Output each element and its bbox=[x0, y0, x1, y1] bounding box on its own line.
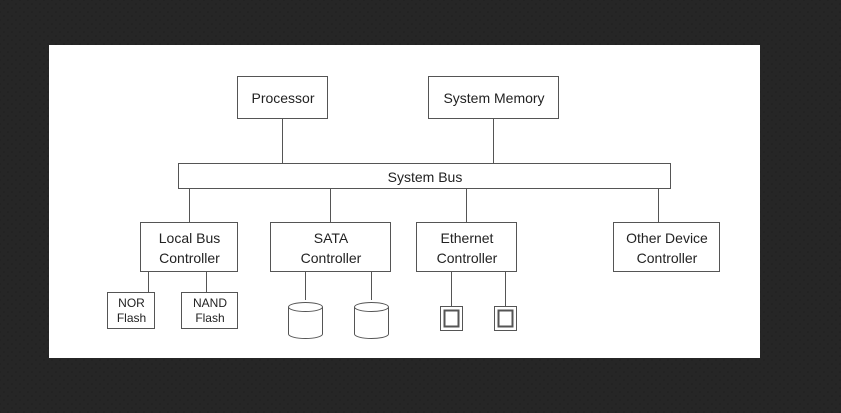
nand-flash-box bbox=[181, 292, 238, 329]
processor-label: Processor bbox=[251, 90, 315, 106]
system-memory-label: System Memory bbox=[443, 90, 545, 106]
nand-flash-label: NAND Flash bbox=[192, 296, 227, 325]
ethernet-controller-box bbox=[416, 222, 517, 272]
system-bus-box bbox=[178, 163, 671, 189]
sata-controller-label: SATA Controller bbox=[300, 229, 362, 266]
disk-icon bbox=[354, 302, 389, 339]
other-device-controller-label: Other Device Controller bbox=[626, 229, 708, 266]
local-bus-controller-label: Local Bus Controller bbox=[158, 229, 221, 266]
processor-box bbox=[237, 76, 328, 119]
sata-controller-box bbox=[270, 222, 391, 272]
system-memory-box bbox=[428, 76, 559, 119]
port-icon bbox=[440, 306, 463, 331]
other-device-controller-box bbox=[613, 222, 720, 272]
ethernet-controller-label: Ethernet Controller bbox=[436, 229, 498, 266]
nor-flash-box bbox=[107, 292, 155, 329]
diagram-panel: Processor System Memory System Bus Local… bbox=[49, 45, 760, 358]
port-icon bbox=[494, 306, 517, 331]
local-bus-controller-box bbox=[140, 222, 238, 272]
disk-icon bbox=[288, 302, 323, 339]
diagram-canvas bbox=[107, 76, 720, 339]
system-bus-label: System Bus bbox=[387, 168, 463, 185]
nor-flash-label: NOR Flash bbox=[116, 296, 147, 325]
